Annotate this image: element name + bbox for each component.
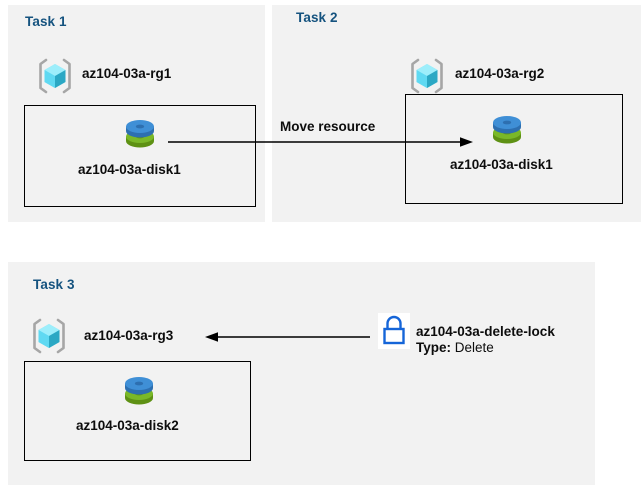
task-2-resource-box — [405, 94, 623, 204]
resource-group-name-rg3: az104-03a-rg3 — [84, 328, 174, 343]
task-3-label: Task 3 — [33, 277, 75, 292]
disk-name-task2: az104-03a-disk1 — [450, 157, 553, 172]
lock-name-label: az104-03a-delete-lock — [416, 324, 555, 339]
lock-icon — [378, 313, 410, 349]
resource-group-icon — [408, 57, 446, 95]
lock-applies-to-arrow — [205, 332, 370, 342]
resource-group-icon — [30, 317, 68, 355]
disk-name-task1: az104-03a-disk1 — [78, 162, 181, 177]
disk-name-task3: az104-03a-disk2 — [76, 418, 179, 433]
resource-group-icon — [36, 57, 74, 95]
lock-type-line: Type: Delete — [416, 340, 494, 355]
managed-disk-icon — [121, 371, 157, 411]
lock-type-value: Delete — [454, 340, 494, 355]
move-resource-label: Move resource — [280, 119, 376, 134]
task-2-label: Task 2 — [296, 10, 338, 25]
managed-disk-icon — [489, 110, 525, 150]
managed-disk-icon — [122, 114, 158, 154]
move-resource-arrow — [168, 137, 473, 147]
lock-type-key: Type: — [416, 340, 452, 355]
task-1-label: Task 1 — [25, 14, 67, 29]
resource-group-name-rg1: az104-03a-rg1 — [82, 66, 172, 81]
resource-group-name-rg2: az104-03a-rg2 — [455, 66, 545, 81]
